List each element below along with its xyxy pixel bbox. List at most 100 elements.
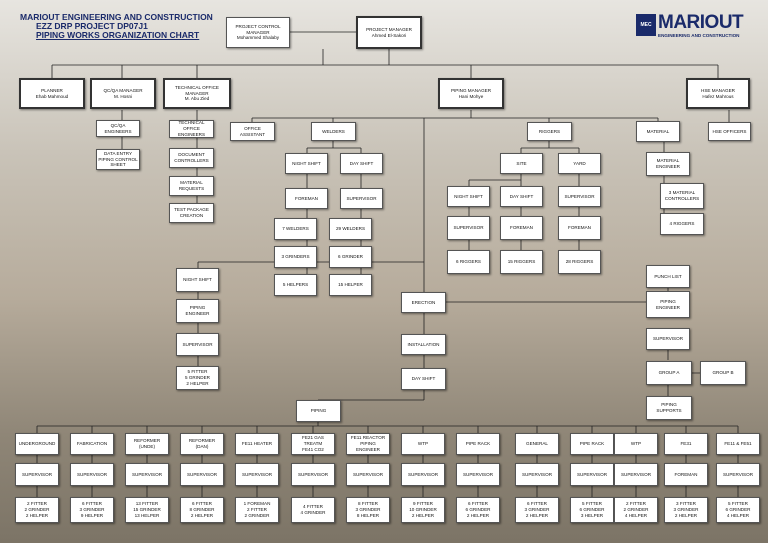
- erection-box: ERECTION: [401, 292, 446, 313]
- six-grinder-box: 6 GRINDER: [329, 246, 372, 268]
- welders-day-shift-box: DAY SHIFT: [340, 153, 383, 174]
- column-area-box: WTP: [401, 433, 445, 455]
- column-area-box: FABRICATION: [70, 433, 114, 455]
- riggers-day-shift-box: DAY SHIFT: [500, 186, 543, 207]
- column-lead-box: SUPERVISOR: [515, 463, 559, 486]
- column-crew-box: 6 FITTER 3 GRINDER 9 HELPER: [70, 497, 114, 523]
- fifteen-helper-box: 15 HELPER: [329, 274, 372, 296]
- punch-list-box: PUNCH LIST: [646, 265, 690, 288]
- column-area-box: PIPE RACK: [456, 433, 500, 455]
- riggers-night-supervisor-box: SUPERVISOR: [447, 216, 490, 240]
- group-a-box: GROUP A: [646, 361, 692, 385]
- qcqa-manager-box: QC/QA MANAGER M. Hosni: [90, 78, 156, 109]
- column-crew-box: 6 FITTER 8 GRINDER 2 HELPER: [180, 497, 224, 523]
- column-lead-box: SUPERVISOR: [235, 463, 279, 486]
- technical-office-engineers-box: TECHNICAL OFFICE ENGINEERS: [169, 120, 214, 138]
- chart-project-title: EZZ DRP PROJECT DP07J1: [36, 21, 148, 31]
- column-lead-box: SUPERVISOR: [15, 463, 59, 486]
- fifteen-riggers-box: 15 RIGGERS: [500, 250, 543, 274]
- group-b-box: GROUP B: [700, 361, 746, 385]
- punch-piping-engineer-box: PIPING ENGINEER: [646, 291, 690, 318]
- twenty-eight-riggers-box: 28 RIGGERS: [558, 250, 601, 274]
- welders-supervisor-box: SUPERVISOR: [340, 188, 383, 209]
- column-lead-box: SUPERVISOR: [716, 463, 760, 486]
- night-crew-box: 5 FITTER 5 GRINDER 2 HELPER: [176, 366, 219, 390]
- column-crew-box: 6 FITTER 3 GRINDER 2 HELPER: [515, 497, 559, 523]
- night-piping-engineer-box: PIPING ENGINEER: [176, 299, 219, 323]
- column-crew-box: 6 FITTER 6 GRINDER 2 HELPER: [456, 497, 500, 523]
- seven-welders-box: 7 WELDERS: [274, 218, 317, 240]
- office-assistant-box: OFFICE ASSISTANT: [230, 122, 275, 141]
- column-crew-box: 8 FITTER 3 GRINDER 8 HELPER: [346, 497, 390, 523]
- column-area-box: PIPE RACK: [570, 433, 614, 455]
- column-crew-box: 4 FITTER 4 GRINDER: [291, 497, 335, 523]
- punch-supervisor-box: SUPERVISOR: [646, 328, 690, 350]
- material-riggers-box: 4 RIGGERS: [660, 213, 704, 235]
- welders-box: WELDERS: [311, 122, 356, 141]
- six-riggers-box: 6 RIGGERS: [447, 250, 490, 274]
- piping-supports-box: PIPING SUPPORTS: [646, 396, 692, 420]
- column-crew-box: 9 FITTER 10 GRINDER 2 HELPER: [401, 497, 445, 523]
- installation-box: INSTALLATION: [401, 334, 446, 355]
- column-crew-box: 2 FITTER 2 GRINDER 2 HELPER: [15, 497, 59, 523]
- material-box: MATERIAL: [636, 121, 680, 142]
- column-crew-box: 3 FITTER 3 GRINDER 2 HELPER: [664, 497, 708, 523]
- material-engineer-box: MATERIAL ENGINEER: [646, 152, 690, 176]
- material-controllers-box: 3 MATERIAL CONTROLLERS: [660, 183, 704, 209]
- riggers-yard-foreman-box: FOREMAN: [558, 216, 601, 240]
- column-lead-box: FOREMAN: [664, 463, 708, 486]
- planner-box: PLANNER Ehab Mahmoud: [19, 78, 85, 109]
- erection-night-shift-box: NIGHT SHIFT: [176, 268, 219, 292]
- column-lead-box: SUPERVISOR: [456, 463, 500, 486]
- piping-manager-box: PIPING MANAGER Hani Mohye: [438, 78, 504, 109]
- three-grinders-box: 3 GRINDERS: [274, 246, 317, 268]
- column-area-box: FE31: [664, 433, 708, 455]
- night-supervisor-box: SUPERVISOR: [176, 333, 219, 356]
- riggers-site-box: SITE: [500, 153, 543, 174]
- hse-officers-box: HSE OFFICERS: [708, 122, 751, 141]
- project-control-manager-box: PROJECT CONTROL MANAGER Mohammed Shalaby: [226, 17, 290, 48]
- column-crew-box: 5 FITTER 6 GRINDER 3 HELPER: [570, 497, 614, 523]
- project-manager-box: PROJECT MANAGER Ahmed El-Sakori: [356, 16, 422, 49]
- column-area-box: WTP: [614, 433, 658, 455]
- qcqa-engineers-box: QC/QA ENGINEERS: [96, 120, 140, 137]
- column-area-box: FE21 GAS TREATM FE41 CO2: [291, 433, 335, 455]
- column-crew-box: 13 FITTER 15 GRINDER 13 HELPER: [125, 497, 169, 523]
- logo-subtitle: ENGINEERING AND CONSTRUCTION: [658, 33, 740, 38]
- data-entry-box: DATA ENTRY PIPING CONTROL SHEET: [96, 149, 140, 170]
- column-lead-box: SUPERVISOR: [70, 463, 114, 486]
- test-package-creation-box: TEST PACKAGE CREATION: [169, 203, 214, 223]
- logo-wordmark: MARIOUT: [658, 12, 744, 33]
- column-area-box: FE11 & FE51: [716, 433, 760, 455]
- column-area-box: REFORMER (UNDE): [125, 433, 169, 455]
- day-shift-box: DAY SHIFT: [401, 368, 446, 390]
- column-area-box: REFORMER (DAN): [180, 433, 224, 455]
- twenty-nine-welders-box: 29 WELDERS: [329, 218, 372, 240]
- hse-manager-box: HSE MANAGER Hafez Mahrous: [686, 78, 750, 109]
- riggers-night-shift-box: NIGHT SHIFT: [447, 186, 490, 207]
- column-area-box: GENERAL: [515, 433, 559, 455]
- column-lead-box: SUPERVISOR: [401, 463, 445, 486]
- column-area-box: FE11 REACTOR PIPING ENGINEER: [346, 433, 390, 455]
- chart-company-title: MARIOUT ENGINEERING AND CONSTRUCTION: [20, 12, 213, 22]
- riggers-day-foreman-box: FOREMAN: [500, 216, 543, 240]
- column-lead-box: SUPERVISOR: [180, 463, 224, 486]
- piping-box: PIPING: [296, 400, 341, 422]
- riggers-box: RIGGERS: [527, 122, 572, 141]
- riggers-yard-supervisor-box: SUPERVISOR: [558, 186, 601, 207]
- column-crew-box: 2 FITTER 2 GRINDER 4 HELPER: [614, 497, 658, 523]
- document-controllers-box: DOCUMENT CONTROLLERS: [169, 148, 214, 168]
- welders-foreman-box: FOREMAN: [285, 188, 328, 209]
- column-crew-box: 1 FOREMAN 2 FITTER 2 GRINDER: [235, 497, 279, 523]
- chart-title: PIPING WORKS ORGANIZATION CHART: [36, 30, 200, 40]
- technical-office-manager-box: TECHNICAL OFFICE MANAGER M. Abu Zied: [163, 78, 231, 109]
- column-lead-box: SUPERVISOR: [570, 463, 614, 486]
- riggers-yard-box: YARD: [558, 153, 601, 174]
- material-requests-box: MATERIAL REQUESTS: [169, 176, 214, 196]
- column-lead-box: SUPERVISOR: [125, 463, 169, 486]
- column-lead-box: SUPERVISOR: [346, 463, 390, 486]
- column-area-box: FE11 HEATER: [235, 433, 279, 455]
- company-logo: MEC MARIOUT ENGINEERING AND CONSTRUCTION: [636, 12, 762, 42]
- column-area-box: UNDERGROUND: [15, 433, 59, 455]
- column-lead-box: SUPERVISOR: [291, 463, 335, 486]
